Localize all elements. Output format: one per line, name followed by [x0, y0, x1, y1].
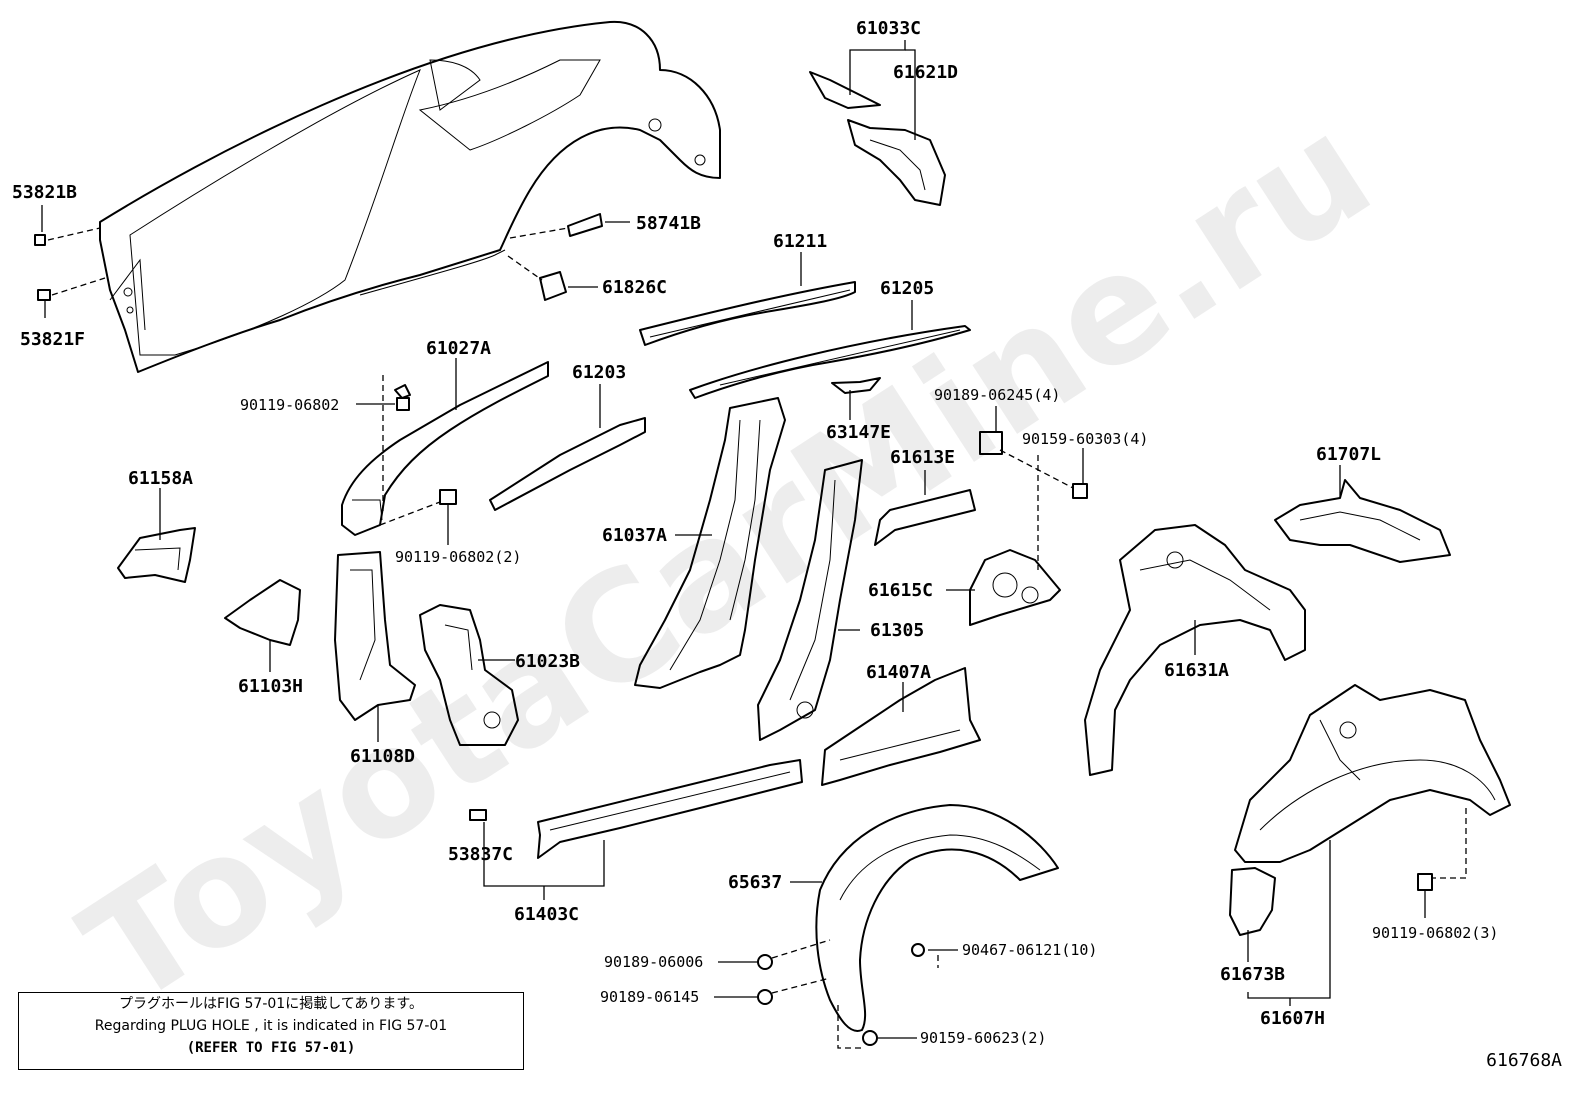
part-63147E[interactable]	[831, 377, 881, 394]
label-90189-06006[interactable]: 90189-06006	[604, 953, 703, 971]
note-line-ref: (REFER TO FIG 57-01)	[186, 1040, 356, 1056]
part-61023B[interactable]	[419, 604, 519, 746]
label-61158A[interactable]: 61158A	[128, 468, 193, 489]
label-61033C[interactable]: 61033C	[856, 18, 921, 39]
label-61305[interactable]: 61305	[870, 620, 924, 641]
part-61211[interactable]	[639, 281, 856, 346]
part-61103H[interactable]	[224, 579, 301, 646]
label-53821F[interactable]: 53821F	[20, 329, 85, 350]
label-61707L[interactable]: 61707L	[1316, 444, 1381, 465]
part-90119-06802-bolt[interactable]	[394, 384, 411, 411]
label-61203[interactable]: 61203	[572, 362, 626, 383]
label-53837C[interactable]: 53837C	[448, 844, 513, 865]
label-61211[interactable]: 61211	[773, 231, 827, 252]
part-90159-60623[interactable]	[862, 1030, 878, 1046]
label-90189-06145[interactable]: 90189-06145	[600, 988, 699, 1006]
label-90119-06802[interactable]: 90119-06802	[240, 396, 339, 414]
label-53821B[interactable]: 53821B	[12, 182, 77, 203]
part-labels: 61033C 61621D 53821B 53821F 58741B 61826…	[12, 18, 1498, 1047]
label-90467-06121-10[interactable]: 90467-06121(10)	[962, 941, 1097, 959]
label-61037A[interactable]: 61037A	[602, 525, 667, 546]
part-61108D[interactable]	[334, 551, 416, 721]
diagram-id: 616768A	[1486, 1050, 1562, 1071]
part-90119-06802-2-bolt[interactable]	[439, 489, 457, 505]
label-61403C[interactable]: 61403C	[514, 904, 579, 925]
part-61033C[interactable]	[809, 71, 881, 109]
part-61673B[interactable]	[1229, 867, 1276, 936]
part-body-side-outer[interactable]	[99, 20, 721, 373]
leader-lines	[41, 40, 1467, 1049]
part-61407A[interactable]	[821, 667, 981, 786]
label-90119-06802-2[interactable]: 90119-06802(2)	[395, 548, 521, 566]
label-90189-06245-4[interactable]: 90189-06245(4)	[934, 386, 1060, 404]
label-65637[interactable]: 65637	[728, 872, 782, 893]
label-61407A[interactable]: 61407A	[866, 662, 931, 683]
label-61607H[interactable]: 61607H	[1260, 1008, 1325, 1029]
label-61108D[interactable]: 61108D	[350, 746, 415, 767]
part-61615C[interactable]	[969, 549, 1061, 626]
label-61673B[interactable]: 61673B	[1220, 964, 1285, 985]
plug-hole-note: プラグホールはFIG 57-01に掲載してあります。 Regarding PLU…	[18, 992, 524, 1070]
part-61037A[interactable]	[634, 397, 786, 689]
part-53821F[interactable]	[37, 289, 51, 301]
label-90159-60623-2[interactable]: 90159-60623(2)	[920, 1029, 1046, 1047]
part-90189-06245-clip[interactable]	[979, 431, 1003, 455]
label-61023B[interactable]: 61023B	[515, 651, 580, 672]
label-61631A[interactable]: 61631A	[1164, 660, 1229, 681]
part-90189-06145[interactable]	[757, 989, 773, 1005]
label-90159-60303-4[interactable]: 90159-60303(4)	[1022, 430, 1148, 448]
part-90159-60303-bolt[interactable]	[1072, 483, 1088, 499]
label-90119-06802-3[interactable]: 90119-06802(3)	[1372, 924, 1498, 942]
label-61613E[interactable]: 61613E	[890, 447, 955, 468]
part-90467-06121[interactable]	[911, 943, 925, 957]
part-53821B[interactable]	[34, 234, 46, 246]
part-61027A[interactable]	[341, 361, 549, 536]
part-65637[interactable]	[815, 804, 1059, 1032]
part-61826C[interactable]	[539, 271, 567, 301]
label-61615C[interactable]: 61615C	[868, 580, 933, 601]
label-61621D[interactable]: 61621D	[893, 62, 958, 83]
part-61305[interactable]	[757, 459, 863, 741]
watermark: ToyotaCarMine.ru	[55, 82, 1401, 1040]
part-61607H[interactable]	[1234, 684, 1511, 863]
part-61613E[interactable]	[874, 489, 976, 546]
part-90189-06006[interactable]	[757, 954, 773, 970]
part-61203[interactable]	[489, 417, 646, 511]
label-58741B[interactable]: 58741B	[636, 213, 701, 234]
label-63147E[interactable]: 63147E	[826, 422, 891, 443]
part-61621D[interactable]	[847, 119, 946, 206]
label-61103H[interactable]: 61103H	[238, 676, 303, 697]
part-61158A[interactable]	[117, 527, 196, 583]
part-90119-06802-3-bolt[interactable]	[1417, 873, 1433, 891]
note-line-jp: プラグホールはFIG 57-01に掲載してあります。	[119, 996, 423, 1012]
part-61707L[interactable]	[1274, 479, 1451, 563]
part-61631A[interactable]	[1084, 524, 1306, 776]
label-61826C[interactable]: 61826C	[602, 277, 667, 298]
part-58741B[interactable]	[567, 213, 603, 237]
note-line-en: Regarding PLUG HOLE , it is indicated in…	[94, 1018, 448, 1034]
label-61027A[interactable]: 61027A	[426, 338, 491, 359]
part-61403C[interactable]	[537, 759, 803, 859]
label-61205[interactable]: 61205	[880, 278, 934, 299]
part-61205[interactable]	[689, 325, 971, 399]
part-53837C[interactable]	[469, 809, 487, 821]
